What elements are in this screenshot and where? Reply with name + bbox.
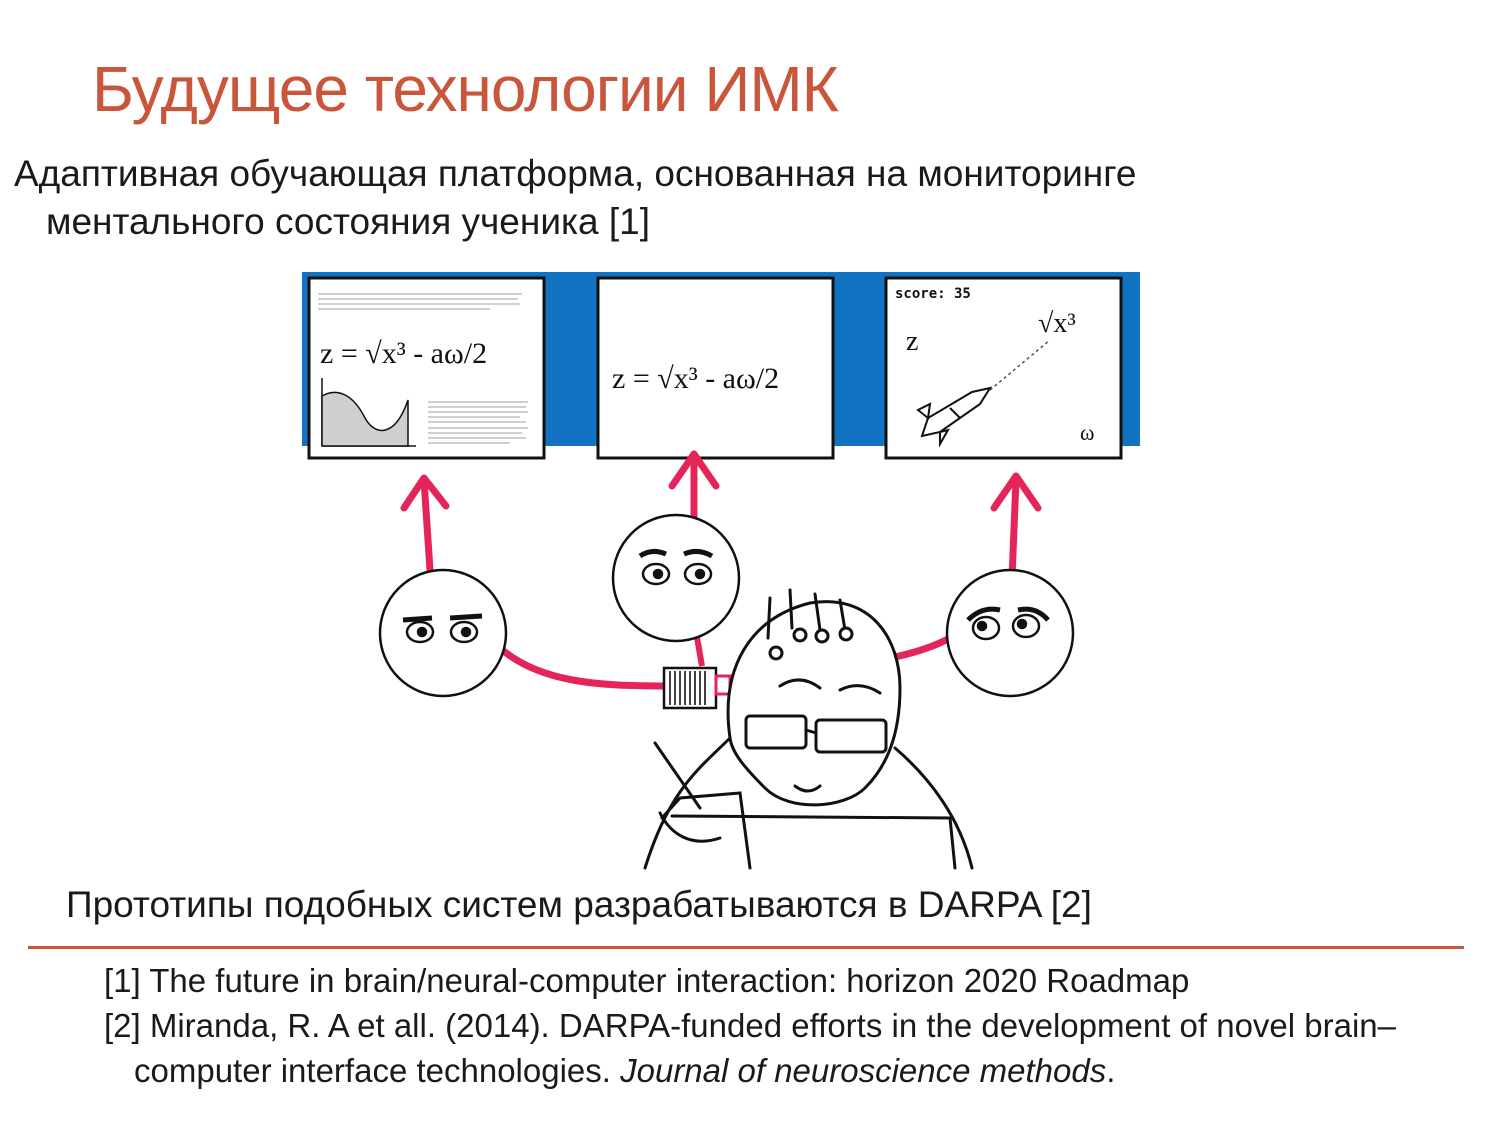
reference-2-end: . [1106,1052,1116,1089]
slide-title: Будущее технологии ИМК [92,53,839,125]
mini-area-chart [321,391,409,447]
arrow-right [990,472,1042,582]
screen-2-formula: z = √x³ - aω/2 [612,362,779,395]
cable-left [497,645,667,690]
slide-subtitle: Адаптивная обучающая платформа, основанн… [14,150,1454,246]
screen-2: z = √x³ - aω/2 [596,276,835,460]
game-target-label: √x³ [1038,308,1076,339]
screen-3: score: 35 z √x³ ω [884,276,1123,460]
reference-2-journal: Journal of neuroscience methods [620,1052,1107,1089]
references: [1] The future in brain/neural-computer … [104,958,1404,1093]
reference-1: [1] The future in brain/neural-computer … [104,962,1190,999]
bci-learning-illustration: z = √x³ - aω/2 z = √x³ - aω/2 score: 35 … [302,272,1140,870]
cable-right [889,634,952,662]
face-focused-icon [378,568,508,698]
rocket-icon [916,386,993,448]
subtitle-line-2: ментального состояния ученика [1] [46,201,650,242]
face-worried-icon [611,513,741,643]
reference-2-text: [2] Miranda, R. A et all. (2014). DARPA-… [104,1007,1397,1089]
score-label: score: 35 [895,286,971,302]
reference-2: [2] Miranda, R. A et all. (2014). DARPA-… [104,1003,1404,1093]
face-confused-icon [945,568,1075,698]
screen-1: z = √x³ - aω/2 [307,276,546,460]
arrow-left [400,474,450,574]
game-omega-label: ω [1080,420,1094,445]
student-illustration [643,588,974,870]
screen-1-formula: z = √x³ - aω/2 [320,337,487,370]
prototype-note: Прототипы подобных систем разрабатываютс… [66,884,1092,925]
subtitle-line-1: Адаптивная обучающая платформа, основанн… [14,153,1137,194]
game-z-label: z [906,326,918,357]
divider-rule [28,946,1464,949]
eeg-device-icon [662,666,732,710]
